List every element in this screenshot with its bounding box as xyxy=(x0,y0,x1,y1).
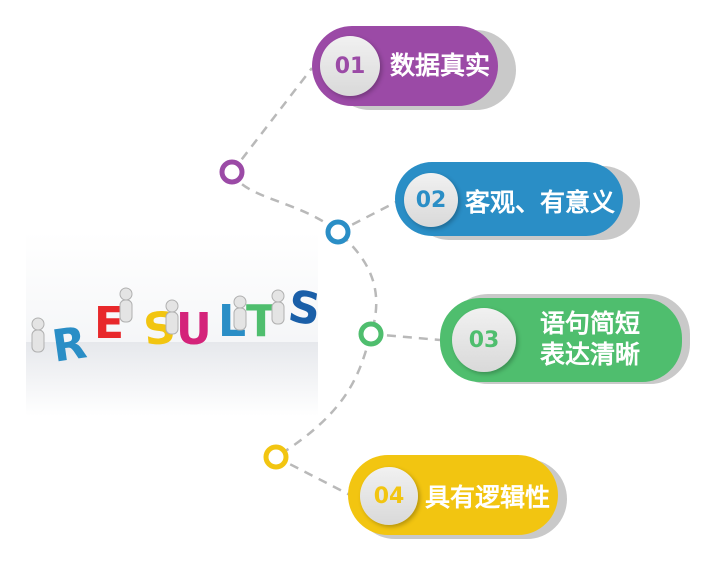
figure-body xyxy=(271,301,285,325)
node-2 xyxy=(325,219,351,245)
item-3-label-line2: 表达清晰 xyxy=(540,340,641,370)
item-2-number: 02 xyxy=(404,173,458,227)
item-3-label: 语句简短 表达清晰 xyxy=(540,308,640,371)
node-4 xyxy=(263,444,289,470)
results-letter-r: R xyxy=(49,317,90,372)
results-illustration: R E S U L T S xyxy=(26,232,318,416)
figure-head xyxy=(119,287,133,301)
results-letter-t: T xyxy=(246,296,276,347)
results-letter-e: E xyxy=(94,298,124,349)
figure-body xyxy=(119,299,133,323)
node-1 xyxy=(219,159,245,185)
item-3-number: 03 xyxy=(452,308,516,372)
item-2-label: 客观、有意义 xyxy=(465,188,616,217)
item-1-label: 数据真实 xyxy=(390,51,491,80)
connector-2 xyxy=(337,198,401,234)
item-4-number: 04 xyxy=(360,467,418,525)
node-3 xyxy=(358,321,384,347)
item-1-number: 01 xyxy=(320,36,380,96)
connector-4 xyxy=(275,455,351,497)
figure-head xyxy=(31,317,45,331)
main-curve xyxy=(230,171,378,459)
item-3-label-line1: 语句简短 xyxy=(540,309,641,338)
results-letter-s2: S xyxy=(285,281,318,336)
item-4-label: 具有逻辑性 xyxy=(425,483,551,512)
connector-1 xyxy=(231,67,313,173)
figure-head xyxy=(165,299,179,313)
figure-body xyxy=(165,311,179,335)
figure-body xyxy=(233,307,247,331)
figure-head xyxy=(233,295,247,309)
connector-3 xyxy=(370,332,441,342)
figure-body xyxy=(31,329,45,353)
results-letter-u: U xyxy=(176,304,212,355)
figure-head xyxy=(271,289,285,303)
